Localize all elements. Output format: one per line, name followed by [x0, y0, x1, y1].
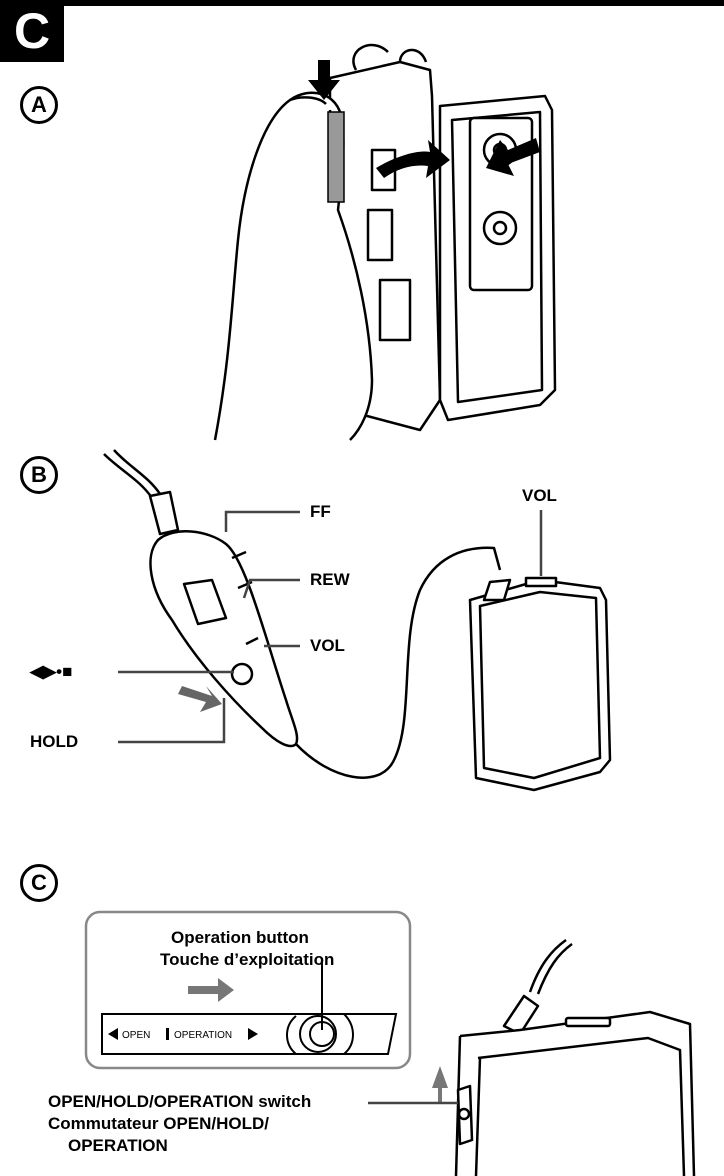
switch-label-line3: OPERATION: [68, 1136, 168, 1156]
switch-label-line2: Commutateur OPEN/HOLD/: [48, 1114, 269, 1134]
operation-button-label-en: Operation button: [171, 928, 309, 948]
inset-open-text: OPEN: [122, 1030, 150, 1041]
panel-c-cord: [530, 940, 566, 992]
inset-operation-text: OPERATION: [174, 1030, 232, 1041]
panel-c-player-body: [460, 1012, 694, 1176]
operation-button-label-fr: Touche d’exploitation: [160, 950, 334, 970]
switch-label-line1: OPEN/HOLD/OPERATION switch: [48, 1092, 311, 1112]
hold-mark: [166, 1028, 169, 1040]
panel-c-vol-dial: [566, 1018, 610, 1026]
panel-c-up-arrow: [432, 1066, 448, 1102]
